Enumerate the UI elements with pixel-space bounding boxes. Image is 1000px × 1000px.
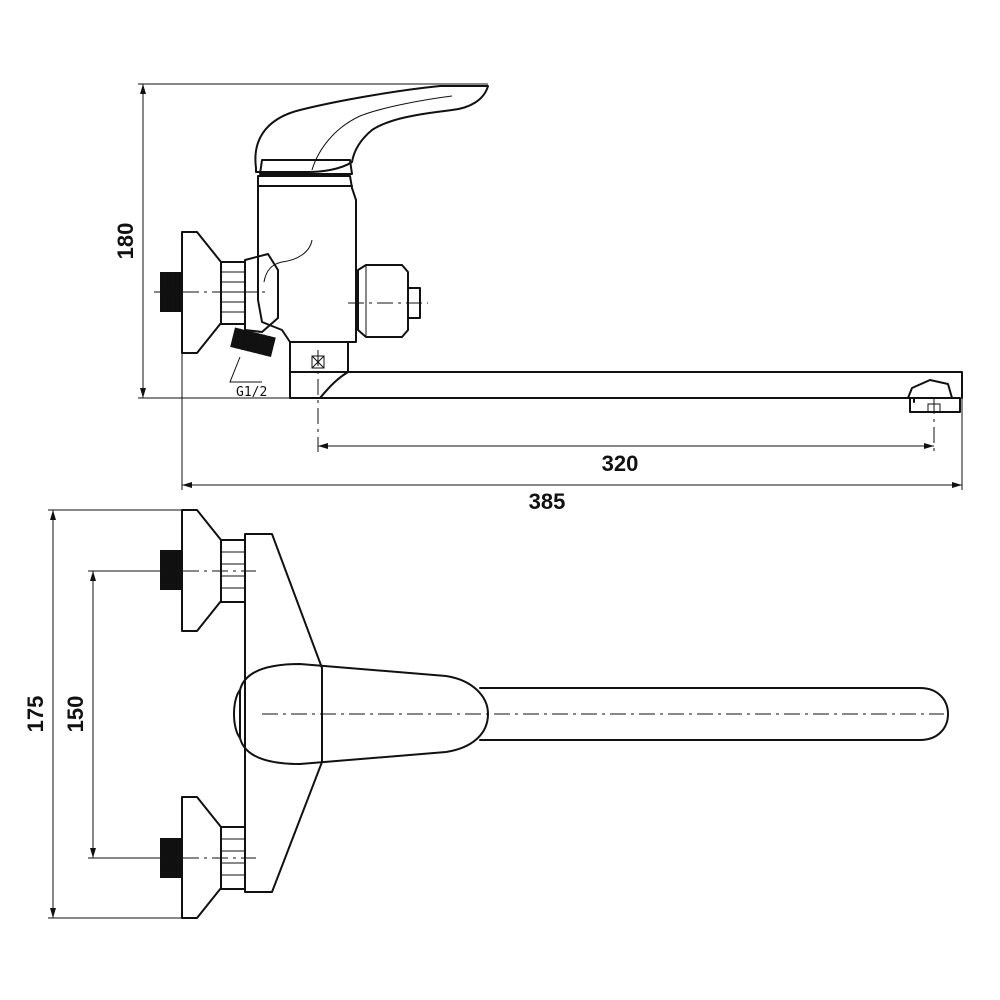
side-angled-thread bbox=[230, 327, 276, 358]
spout-reach-dimension: 320 bbox=[318, 443, 934, 476]
side-body-curve bbox=[263, 239, 313, 283]
thread-label-leader bbox=[229, 356, 262, 383]
side-aerator bbox=[909, 397, 961, 413]
top-upper-inlet bbox=[160, 509, 246, 632]
thread-label: G1/2 bbox=[236, 385, 267, 400]
overall-width-dimension: 175 bbox=[23, 509, 197, 919]
top-spout bbox=[479, 687, 949, 741]
top-lever-tip bbox=[233, 689, 241, 739]
side-diverter-knob[interactable] bbox=[357, 264, 421, 338]
side-cartridge-cap bbox=[259, 159, 353, 175]
side-connecting-nut bbox=[220, 261, 246, 325]
side-spout-collar bbox=[289, 341, 349, 373]
spout-reach-label: 320 bbox=[602, 451, 639, 476]
side-mixer-body bbox=[257, 175, 357, 343]
overall-width-label: 175 bbox=[23, 696, 48, 733]
overall-length-dimension: 385 bbox=[181, 353, 963, 514]
height-dimension-label: 180 bbox=[113, 223, 138, 260]
top-view: 175 150 bbox=[23, 509, 949, 919]
top-mixer-body bbox=[244, 533, 323, 893]
top-lower-inlet bbox=[160, 796, 246, 919]
side-lever-handle bbox=[254, 85, 489, 173]
overall-length-label: 385 bbox=[529, 489, 566, 514]
side-lever-inner-line bbox=[311, 95, 453, 171]
height-dimension: 180 bbox=[113, 83, 488, 399]
inlet-spacing-label: 150 bbox=[63, 696, 88, 733]
inlet-spacing-dimension: 150 bbox=[63, 570, 160, 859]
side-view: G1/2 bbox=[113, 83, 963, 514]
side-spout bbox=[289, 371, 963, 403]
